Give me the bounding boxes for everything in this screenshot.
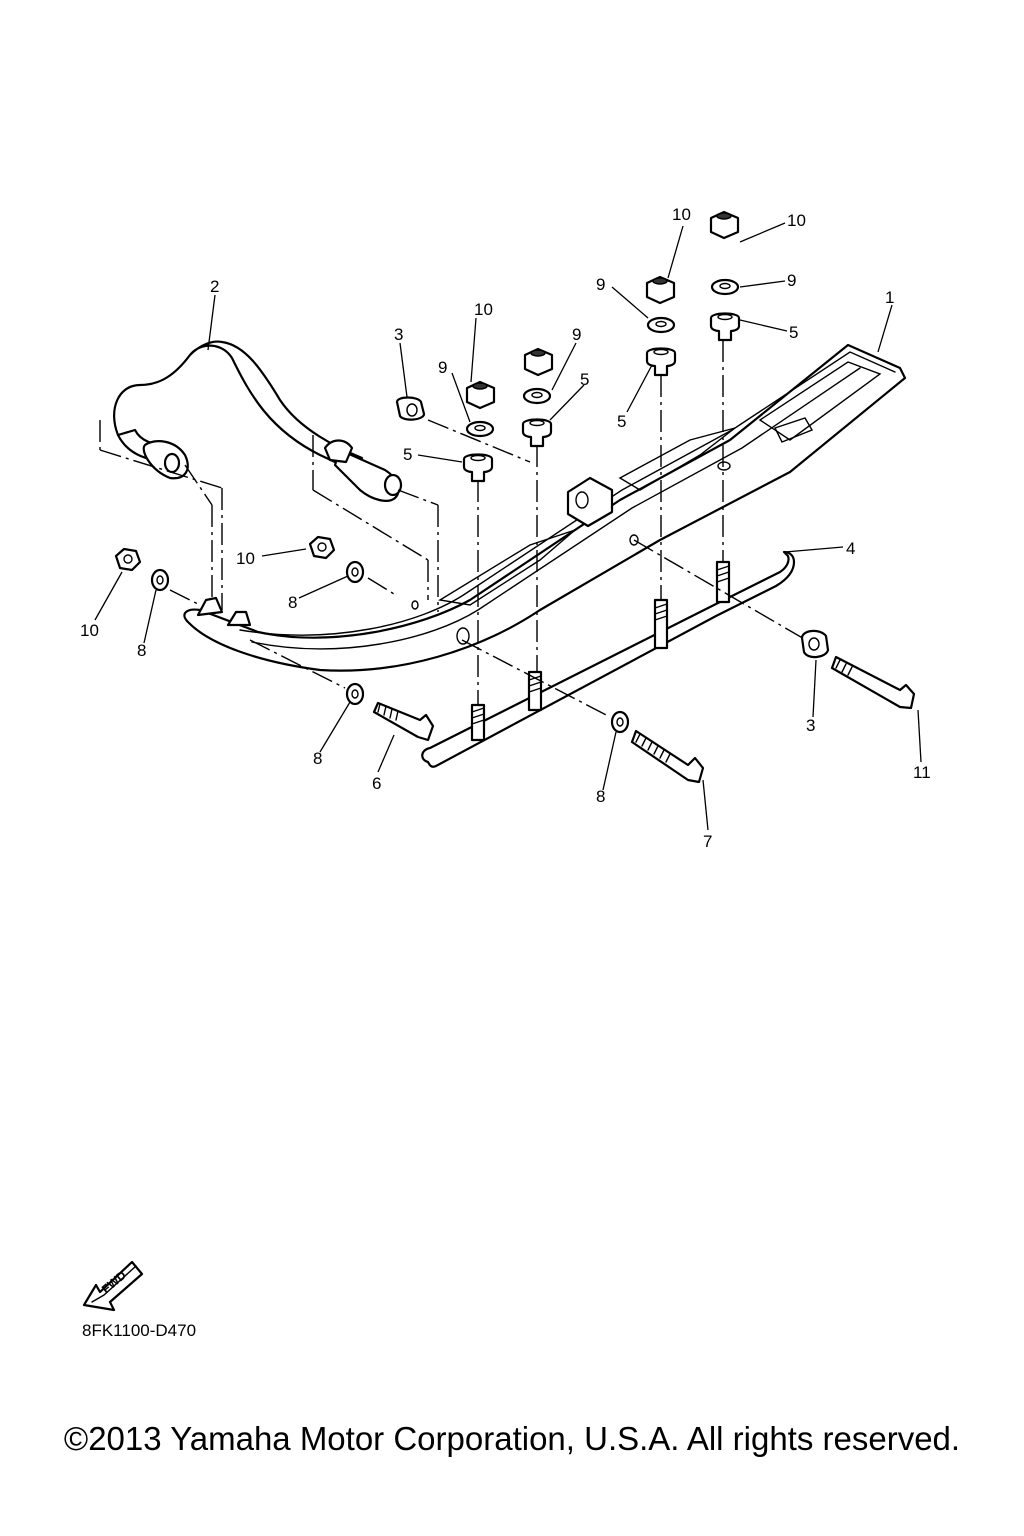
callout-8-lower: 8: [313, 749, 322, 768]
callout-10-left-mid: 10: [236, 549, 255, 568]
callout-8-right: 8: [596, 787, 605, 806]
callout-labels: 1 2 3 3 4 5 5 5 5 7 6 8 8 8 8 9 9 9 9 10…: [80, 205, 931, 851]
callout-5-mid: 5: [617, 412, 626, 431]
callout-leaders: [94, 222, 922, 831]
callout-9-center: 9: [572, 325, 581, 344]
assembly-center-lines: [99, 340, 807, 718]
callout-11: 11: [913, 763, 931, 782]
callout-4: 4: [846, 539, 855, 558]
ski-runner: [421, 550, 796, 768]
hardware: [114, 210, 916, 784]
diagram-part-code: 8FK1100-D470: [82, 1321, 197, 1340]
callout-8-left: 8: [137, 641, 146, 660]
callout-10-center: 10: [474, 300, 493, 319]
callout-5-center: 5: [580, 370, 589, 389]
callout-10-top: 10: [672, 205, 691, 224]
callout-9-second: 9: [596, 275, 605, 294]
ski-handle: [113, 340, 403, 502]
callout-6: 6: [372, 774, 381, 793]
callout-3-right: 3: [806, 716, 815, 735]
callout-2: 2: [210, 277, 219, 296]
callout-3-top: 3: [394, 325, 403, 344]
callout-9-left: 9: [438, 358, 447, 377]
forward-arrow-icon: FWD: [82, 1260, 144, 1312]
callout-7: 7: [703, 832, 712, 851]
callout-10-top-right: 10: [787, 211, 806, 230]
callout-5-left: 5: [403, 445, 412, 464]
callout-1: 1: [885, 288, 894, 307]
callout-8-mid: 8: [288, 593, 297, 612]
ski-body: [183, 343, 907, 672]
callout-9-top-right: 9: [787, 271, 796, 290]
callout-10-left: 10: [80, 621, 99, 640]
callout-5-top-right: 5: [789, 323, 798, 342]
copyright-notice: ©2013 Yamaha Motor Corporation, U.S.A. A…: [63, 1420, 961, 1457]
